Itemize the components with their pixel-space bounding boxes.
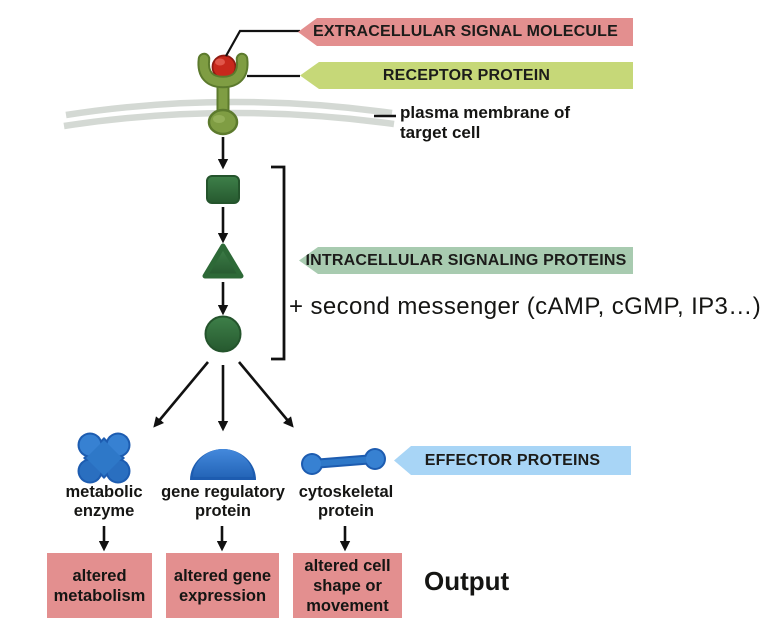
- obox-gene-line2: expression: [178, 586, 267, 605]
- banner-receptor-protein: RECEPTOR PROTEIN: [300, 62, 633, 89]
- banner-extracellular-signal-molecule: EXTRACELLULAR SIGNAL MOLECULE: [298, 18, 633, 46]
- banner-effector-proteins: EFFECTOR PROTEINS: [394, 446, 631, 475]
- label-metabolic-enzyme: metabolic enzyme: [44, 483, 164, 521]
- obox-shape-line3: movement: [306, 596, 389, 615]
- gene-regulatory-protein-shape: [190, 449, 256, 480]
- banner-receptor-label: RECEPTOR PROTEIN: [382, 66, 551, 84]
- output-box-altered-metabolism: altered metabolism: [47, 553, 152, 618]
- signaling-protein-square: [206, 175, 240, 204]
- output-box-altered-cell-shape: altered cell shape or movement: [293, 553, 402, 618]
- second-messenger-note: + second messenger (cAMP, cGMP, IP3…): [289, 293, 762, 320]
- signaling-protein-circle: [204, 315, 242, 353]
- obox-gene-line1: altered gene: [173, 566, 272, 585]
- receptor-cup: [197, 52, 249, 89]
- obox-metabolism-line2: metabolism: [53, 586, 146, 605]
- pointer-line-signal: [225, 29, 300, 57]
- metabolic-enzyme-shape: [77, 432, 131, 484]
- banner-effector-label: EFFECTOR PROTEINS: [424, 451, 601, 469]
- output-heading: Output: [424, 566, 510, 596]
- label-metabolic-line1: metabolic: [65, 483, 143, 501]
- output-box-altered-gene-expression: altered gene expression: [166, 553, 279, 618]
- obox-metabolism-line1: altered: [72, 566, 127, 585]
- label-gene-regulatory-protein: gene regulatory protein: [146, 483, 300, 521]
- banner-intracellular-label: INTRACELLULAR SIGNALING PROTEINS: [305, 251, 627, 269]
- membrane-note-line1: plasma membrane of: [400, 103, 571, 122]
- banner-intracellular-signaling-proteins: INTRACELLULAR SIGNALING PROTEINS: [299, 247, 633, 274]
- cytoskeletal-protein-shape: [301, 448, 386, 475]
- arrow-to-cyto: [238, 361, 294, 428]
- label-cytoskeletal-protein: cytoskeletal protein: [285, 483, 407, 521]
- membrane-note-line2: target cell: [400, 123, 481, 142]
- obox-shape-line1: altered cell: [304, 556, 391, 575]
- cascade-arrows: [98, 137, 351, 552]
- label-metabolic-line2: enzyme: [73, 502, 135, 520]
- label-cyto-line2: protein: [318, 502, 374, 520]
- obox-shape-line2: shape or: [313, 576, 382, 595]
- arrow-to-metabolic: [153, 361, 209, 428]
- extracellular-signal-molecule: [211, 54, 237, 80]
- cascade-bracket: [271, 165, 286, 361]
- banner-extracellular-label: EXTRACELLULAR SIGNAL MOLECULE: [312, 23, 619, 40]
- signaling-protein-triangle: [202, 243, 244, 279]
- label-cyto-line1: cytoskeletal: [298, 483, 394, 501]
- label-gene-line2: protein: [195, 502, 251, 520]
- plasma-membrane-note: plasma membrane of target cell: [400, 103, 570, 143]
- label-gene-line1: gene regulatory: [161, 483, 285, 501]
